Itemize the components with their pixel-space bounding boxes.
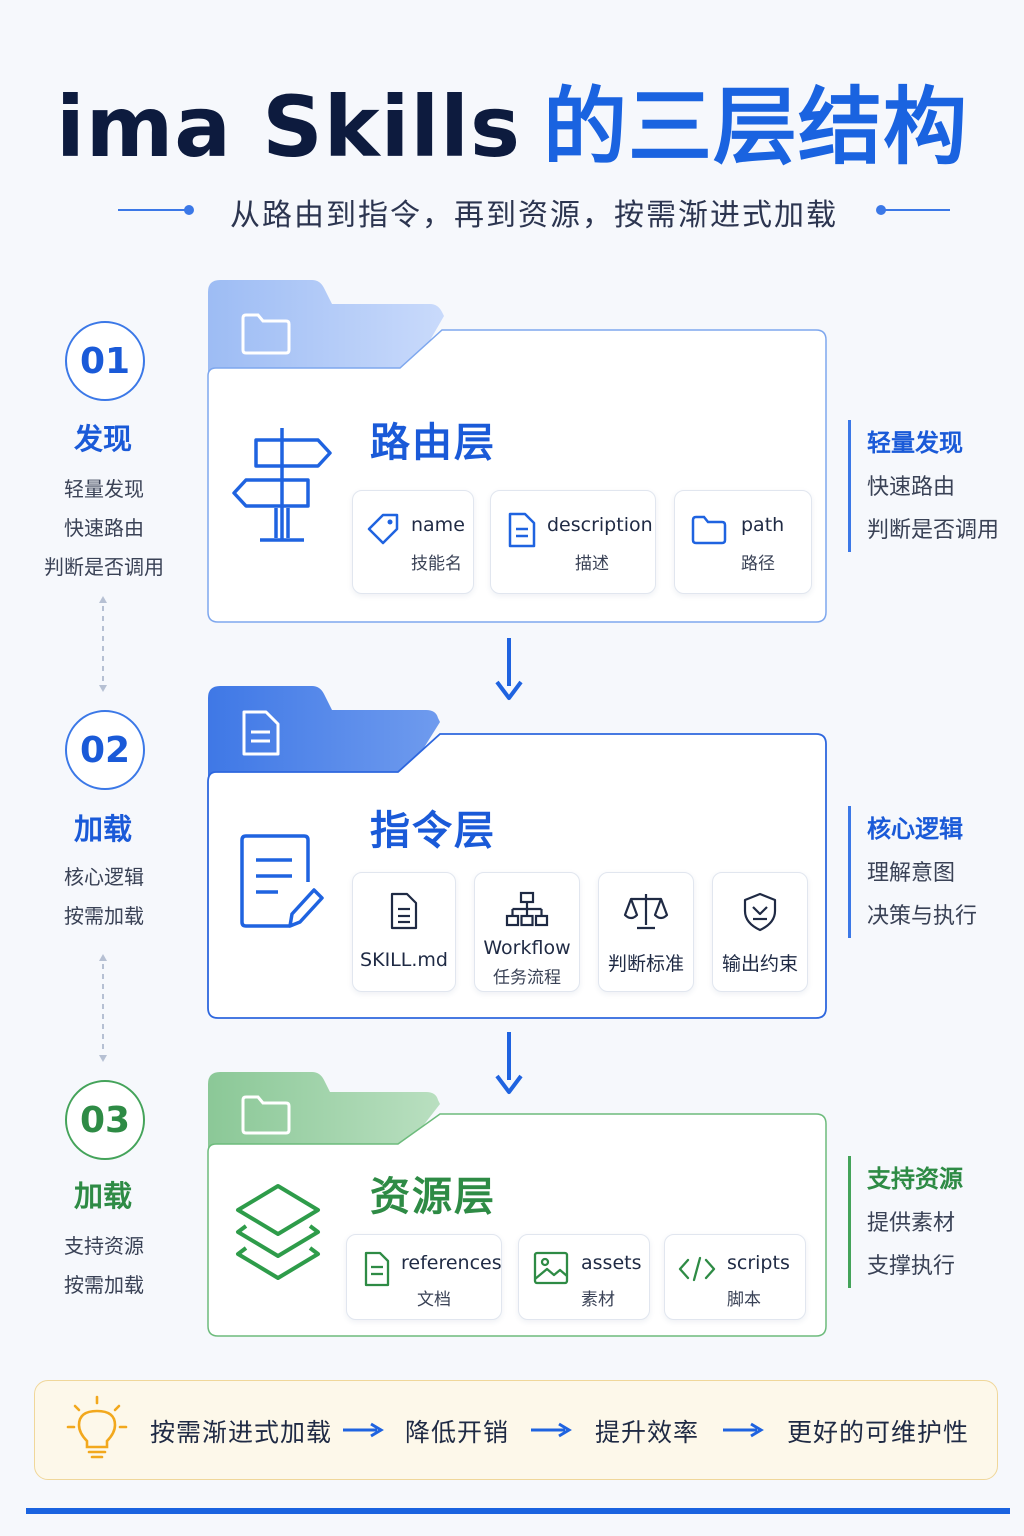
note-line: 决策与执行 <box>867 904 978 929</box>
note-line: 判断是否调用 <box>867 518 1000 543</box>
step-desc-line: 轻量发现 <box>64 477 144 501</box>
down-arrow-1 <box>495 638 523 700</box>
routing-layer-note: 轻量发现 快速路由 判断是否调用 <box>848 420 1017 552</box>
document-icon <box>364 1251 390 1287</box>
chip-label: Workflow <box>483 937 571 959</box>
step-desc-line: 支持资源 <box>64 1234 144 1258</box>
shield-icon <box>743 892 777 932</box>
chip-criteria: 判断标准 <box>598 872 694 992</box>
chip-sub: 任务流程 <box>493 968 561 988</box>
workflow-icon <box>505 891 549 927</box>
step-connector-1 <box>99 596 107 692</box>
step-desc-line: 快速路由 <box>64 516 144 540</box>
instruction-layer-title: 指令层 <box>370 808 496 854</box>
step-number-3: 03 <box>65 1080 145 1160</box>
chip-path: path 路径 <box>674 490 812 594</box>
summary-banner: 按需渐进式加载 降低开销 提升效率 更好的可维护性 <box>34 1380 998 1480</box>
chip-label: description <box>547 514 653 536</box>
step-desc-line: 按需加载 <box>64 904 144 928</box>
tag-icon <box>367 513 399 545</box>
step-title-1: 发现 <box>73 422 132 456</box>
step-number-2: 02 <box>65 710 145 790</box>
chip-sub: 脚本 <box>727 1290 761 1310</box>
note-title: 轻量发现 <box>867 429 963 457</box>
step-desc-line: 按需加载 <box>64 1273 144 1297</box>
step-desc-2: 核心逻辑 按需加载 <box>14 858 194 936</box>
subtitle: 从路由到指令，再到资源，按需渐进式加载 <box>230 198 838 233</box>
step-title-2: 加载 <box>73 812 132 846</box>
chip-label: scripts <box>727 1252 790 1274</box>
chip-label: SKILL.md <box>360 949 448 971</box>
chip-label: path <box>741 514 785 536</box>
subtitle-row: 从路由到指令，再到资源，按需渐进式加载 <box>118 190 950 233</box>
subtitle-line-right <box>880 209 950 211</box>
chip-assets: assets 素材 <box>518 1234 650 1320</box>
layers-stack-icon <box>236 1184 320 1280</box>
step-connector-2 <box>99 954 107 1062</box>
note-line: 理解意图 <box>867 861 956 886</box>
folder-tab-icon <box>241 1095 291 1135</box>
scale-icon <box>623 894 669 930</box>
note-title: 支持资源 <box>867 1165 963 1193</box>
flow-step-1: 按需渐进式加载 <box>150 1418 333 1447</box>
lightbulb-icon <box>66 1395 128 1459</box>
signpost-icon <box>232 428 332 542</box>
resource-layer-title: 资源层 <box>370 1174 496 1220</box>
chip-name: name 技能名 <box>352 490 474 594</box>
chip-scripts: scripts 脚本 <box>664 1234 806 1320</box>
down-arrow-2 <box>495 1032 523 1094</box>
routing-layer-title: 路由层 <box>370 420 496 466</box>
subtitle-line-left <box>118 209 188 211</box>
flow-step-3: 提升效率 <box>595 1418 700 1447</box>
chip-sub: 素材 <box>581 1290 615 1310</box>
instruction-layer-note: 核心逻辑 理解意图 决策与执行 <box>848 806 1017 938</box>
chip-sub: 文档 <box>417 1290 451 1310</box>
chip-sub: 路径 <box>741 554 775 574</box>
arrow-right-icon <box>531 1422 572 1438</box>
note-title: 核心逻辑 <box>867 815 963 843</box>
step-desc-1: 轻量发现 快速路由 判断是否调用 <box>14 470 194 587</box>
title-en: ima Skills <box>55 78 521 176</box>
chip-workflow: Workflow 任务流程 <box>474 872 580 992</box>
step-desc-line: 核心逻辑 <box>64 865 144 889</box>
step-desc-line: 判断是否调用 <box>44 555 164 579</box>
bottom-accent-bar <box>26 1508 1010 1514</box>
chip-description: description 描述 <box>490 490 656 594</box>
edit-document-icon <box>240 834 324 928</box>
document-icon <box>390 892 418 930</box>
chip-skill-md: SKILL.md <box>352 872 456 992</box>
chip-sub: 描述 <box>575 554 609 574</box>
title-cn: 的三层结构 <box>542 78 968 176</box>
step-title-3: 加载 <box>73 1179 132 1213</box>
chip-label: name <box>411 514 465 536</box>
chip-sub: 技能名 <box>411 554 462 574</box>
arrow-right-icon <box>343 1422 384 1438</box>
chip-output-constraints: 输出约束 <box>712 872 808 992</box>
chip-references: references 文档 <box>346 1234 502 1320</box>
code-icon <box>678 1256 716 1282</box>
flow-step-2: 降低开销 <box>405 1418 510 1447</box>
arrow-right-icon <box>723 1422 764 1438</box>
chip-label: assets <box>581 1252 642 1274</box>
chip-label: 输出约束 <box>721 953 798 975</box>
folder-icon <box>691 515 727 545</box>
chip-label: 判断标准 <box>607 953 684 975</box>
image-icon <box>533 1251 569 1285</box>
chip-label: references <box>401 1252 502 1274</box>
folder-tab-icon <box>241 313 291 355</box>
note-line: 提供素材 <box>867 1211 956 1236</box>
subtitle-dot-left <box>184 205 194 215</box>
note-line: 快速路由 <box>867 475 956 500</box>
step-desc-3: 支持资源 按需加载 <box>14 1227 194 1305</box>
note-line: 支撑执行 <box>867 1254 956 1279</box>
document-icon <box>508 512 536 548</box>
flow-step-4: 更好的可维护性 <box>787 1418 970 1447</box>
resource-layer-note: 支持资源 提供素材 支撑执行 <box>848 1156 1017 1288</box>
folder-tab-document-icon <box>242 710 280 756</box>
step-number-1: 01 <box>65 321 145 401</box>
